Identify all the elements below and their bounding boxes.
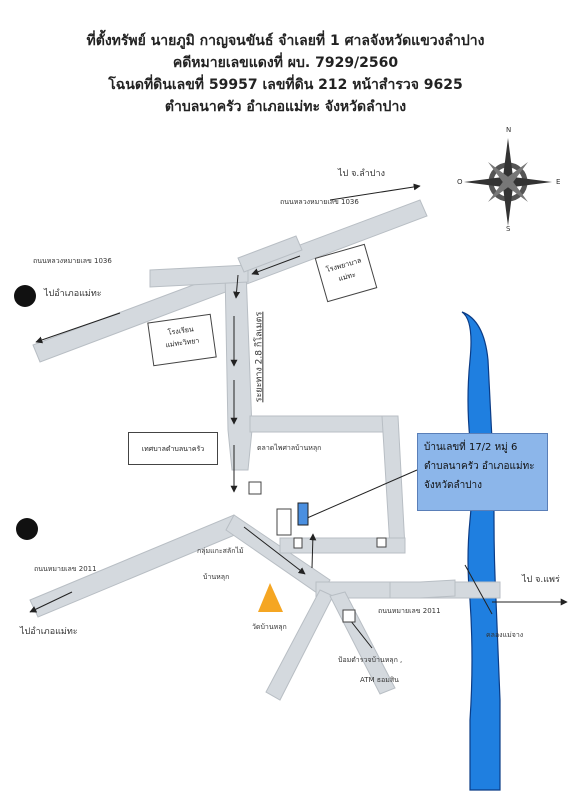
market-label: ตลาดไพศาลบ้านหลุก (257, 444, 322, 452)
property-callout: บ้านเลขที่ 17/2 หมู่ 6 ตำบลนาครัว อำเภอแ… (417, 433, 548, 511)
compass-north: N (506, 126, 512, 134)
road-label-2011-left: ถนนหมายเลข 2011 (34, 565, 97, 573)
craft-group-label-1: กลุ่มแกะสลักไม้ (197, 547, 244, 555)
road-south (265, 589, 334, 701)
road-network (29, 199, 501, 701)
canal-label: คลองแม่จาง (486, 631, 524, 639)
police-label-2: ATM ธอมสิน (360, 676, 399, 684)
direction-maetha-top: ไปอำเภอแม่ทะ (44, 289, 102, 299)
temple-label: วัดบ้านหลุก (252, 623, 287, 631)
direction-phrae: ไป จ.แพร่ (522, 575, 560, 585)
road-school-link (149, 264, 249, 288)
village-loop-east (381, 415, 406, 549)
marker-dot-top (14, 285, 36, 307)
neighbor-building (276, 508, 292, 536)
market-building (248, 481, 262, 495)
municipality-box: เทศบาลตำบลนาครัว (128, 432, 218, 465)
callout-line-2: ตำบลนาครัว อำเภอแม่ทะ (424, 461, 535, 472)
direction-maetha-bottom: ไปอำเภอแม่ทะ (20, 627, 78, 637)
direction-lampang: ไป จ.ลำปาง (338, 169, 385, 179)
craft-group-label-2: บ้านหลุก (203, 573, 230, 581)
distance-label: ระยะทาง 2.8 กิโลเมตร (254, 311, 265, 403)
small-building (293, 537, 303, 549)
municipality-label: เทศบาลตำบลนาครัว (141, 445, 205, 453)
compass-rose-icon (464, 138, 552, 226)
compass-west: O (457, 178, 463, 186)
callout-corner-box (376, 537, 387, 548)
road-canal-east (389, 579, 456, 599)
police-label-1: ป้อมตำรวจบ้านหลุก , (338, 656, 403, 664)
road-hospital-link (237, 235, 303, 273)
river-mae-chang (461, 311, 501, 791)
school-box: โรงเรียน แม่ทะวิทยา (147, 313, 217, 367)
header-deed: โฉนดที่ดินเลขที่ 59957 เลขที่ดิน 212 หน้… (108, 77, 463, 93)
road-label-1036-top: ถนนหลวงหมายเลข 1036 (280, 198, 359, 206)
village-loop-south (279, 537, 406, 554)
road-label-2011-right: ถนนหมายเลข 2011 (378, 607, 441, 615)
map-header: ที่ตั้งทรัพย์ นายภูมิ กาญจนขันธ์ จำเลยที… (0, 30, 571, 118)
village-loop-north (249, 415, 396, 433)
marker-dot-bottom (16, 518, 38, 540)
police-box (342, 609, 356, 623)
header-location: ตำบลนาครัว อำเภอแม่ทะ จังหวัดลำปาง (164, 99, 407, 115)
compass-south: S (506, 225, 511, 233)
target-property (297, 502, 309, 526)
temple-icon (258, 583, 283, 612)
main-road-south (224, 269, 253, 471)
compass-east: E (556, 178, 561, 186)
callout-line-1: บ้านเลขที่ 17/2 หมู่ 6 (424, 442, 518, 453)
road-label-1036-left: ถนนหลวงหมายเลข 1036 (33, 257, 112, 265)
header-case-number: คดีหมายเลขแดงที่ ผบ. 7929/2560 (172, 55, 399, 71)
callout-line-3: จังหวัดลำปาง (424, 480, 483, 491)
header-title: ที่ตั้งทรัพย์ นายภูมิ กาญจนขันธ์ จำเลยที… (86, 33, 485, 49)
